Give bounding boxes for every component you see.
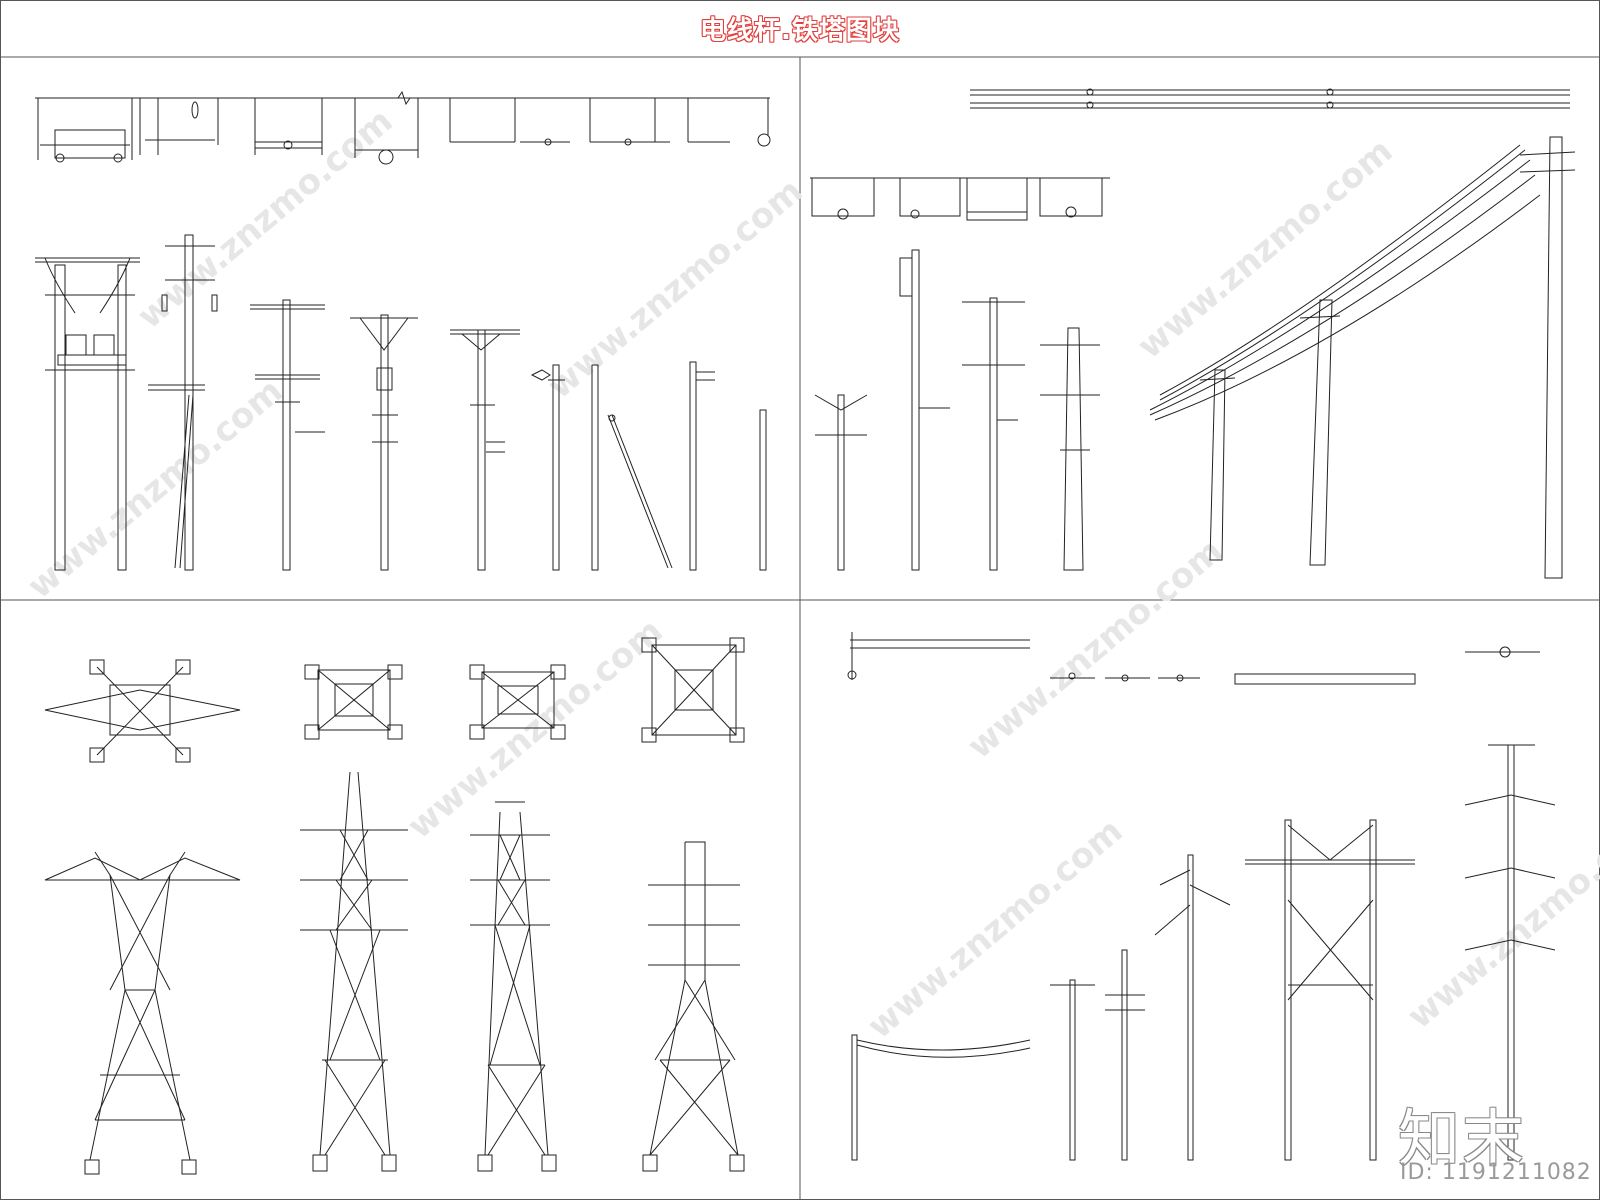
tower-elevation-4 xyxy=(642,841,745,1172)
slim-steel-pole xyxy=(1464,744,1556,1161)
watermarks: www.znzmo.com www.znzmo.com www.znzmo.co… xyxy=(20,101,1600,1047)
watermark-text: www.znzmo.com xyxy=(1400,801,1600,1037)
pole-9-bare xyxy=(759,409,767,571)
h-frame-structure xyxy=(1245,819,1415,1161)
pole-crossarm-3 xyxy=(250,299,325,571)
watermark-text: www.znzmo.com xyxy=(20,371,290,607)
pole-with-span xyxy=(851,1034,1031,1161)
fitting-detail-1 xyxy=(37,98,133,163)
angled-pole-3 xyxy=(1154,854,1231,1161)
hardware-details xyxy=(810,177,1110,221)
pole-a xyxy=(814,394,868,571)
tower-elevation-2 xyxy=(300,771,408,1172)
bottom-right-poles xyxy=(847,632,1556,1161)
tower-elevation-3 xyxy=(470,801,557,1172)
perspective-poles xyxy=(1149,136,1576,579)
pole-with-strut-7 xyxy=(591,364,673,571)
fitting-detail-5 xyxy=(449,98,570,146)
bottom-left-towers xyxy=(44,637,745,1175)
pole-crossarm-5 xyxy=(450,329,520,571)
tower-elevation-1 xyxy=(44,851,241,1175)
fitting-detail-2 xyxy=(139,98,219,155)
fitting-detail-4 xyxy=(354,98,419,165)
transformer-platform-pole xyxy=(35,257,140,571)
pole-8 xyxy=(689,361,715,571)
asset-id-label: ID: 1191211082 xyxy=(1400,1160,1592,1185)
pole-streetlight-6 xyxy=(530,364,565,571)
tower-plan-3 xyxy=(469,664,566,740)
top-left-poles xyxy=(35,90,771,571)
hardware-row xyxy=(847,632,1540,685)
watermark-text: www.znzmo.com xyxy=(860,811,1130,1047)
watermark-text: www.znzmo.com xyxy=(130,101,400,337)
pole-b xyxy=(899,249,950,571)
watermark-text: www.znzmo.com xyxy=(960,531,1230,767)
small-pole-1 xyxy=(1050,979,1095,1161)
fitting-detail-3 xyxy=(254,98,323,155)
pole-d-concrete xyxy=(1040,327,1100,571)
brand-logo: 知末 xyxy=(1398,1102,1527,1175)
pole-c xyxy=(962,297,1025,571)
conductor-lines xyxy=(970,88,1570,109)
watermark-text: www.znzmo.com xyxy=(540,171,810,407)
watermark-text: www.znzmo.com xyxy=(400,611,670,847)
pole-crossarm-4 xyxy=(350,314,418,571)
top-right-poles xyxy=(810,88,1576,579)
tower-plan-2 xyxy=(304,664,403,740)
small-pole-2 xyxy=(1105,949,1145,1161)
pole-with-guy-wire xyxy=(148,234,218,571)
tower-plan-1 xyxy=(44,659,241,763)
page-title: 电线杆.铁塔图块 xyxy=(700,16,900,46)
tower-plan-4 xyxy=(641,637,745,743)
fitting-detail-6 xyxy=(589,98,771,147)
